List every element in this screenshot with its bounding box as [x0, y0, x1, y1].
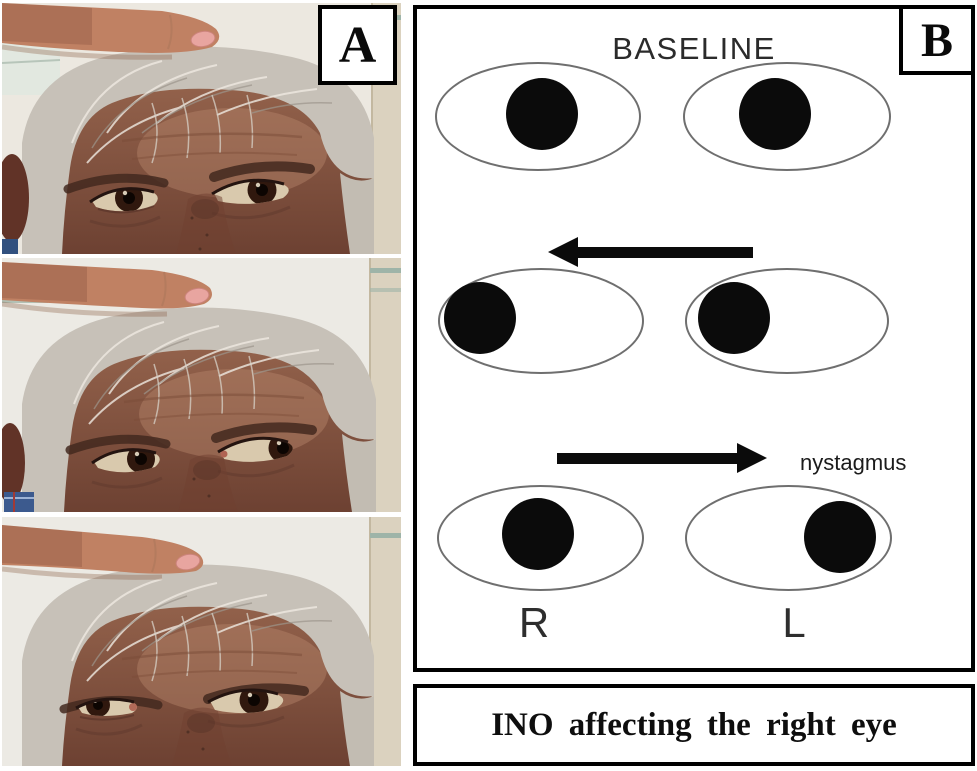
photo1-right-eye: [89, 187, 161, 228]
photo3-hair: [22, 564, 374, 766]
nystagmus-label: nystagmus: [800, 450, 907, 475]
leftgaze-right-eye-pupil: [444, 282, 516, 354]
gaze-arrow-left: [548, 237, 753, 267]
photo1-eyebrows: [63, 161, 315, 194]
photo3-right-eye: [75, 697, 143, 736]
photo1-nose-shading: [176, 193, 236, 254]
photo1-left-eye: [211, 178, 291, 220]
baseline-left-eye-pupil: [739, 78, 811, 150]
leftgaze-left-eye-pupil: [698, 282, 770, 354]
rightgaze-right-eye-pupil: [502, 498, 574, 570]
photo2-eyebrows: [65, 422, 317, 455]
examiner-finger-3: [2, 525, 204, 580]
panel-b-label-box: B: [899, 5, 975, 75]
left-eye-label: L: [782, 599, 806, 646]
gaze-arrow-right: [557, 443, 767, 473]
panel-a-label: A: [338, 16, 377, 74]
diagram-panel-b: B BASELINE nystagmus R L: [413, 5, 975, 672]
photo2-forehead-creases: [123, 393, 305, 421]
photo2-plaid-shirt: [4, 492, 34, 512]
panel-a-label-box: A: [318, 5, 397, 85]
baseline-right-eye-pupil: [506, 78, 578, 150]
photo1-forehead-creases: [121, 132, 303, 160]
photo3-nose-shading: [172, 707, 232, 766]
arrow-head-right-icon: [737, 443, 767, 473]
baseline-right-eye-outline: [435, 62, 641, 171]
photo1-hair: [22, 46, 374, 254]
photo1-ear: [2, 154, 29, 242]
figure-caption-box: INO affecting the right eye: [413, 684, 975, 766]
examiner-finger-1: [2, 3, 220, 60]
arrow-head-left-icon: [548, 237, 578, 267]
photo2-right-eye: [91, 448, 163, 489]
photo-illustration-2: [2, 258, 401, 512]
panel-b-label: B: [920, 13, 953, 67]
photo-illustration-3: [2, 517, 401, 766]
examiner-finger-2: [2, 262, 212, 317]
rightgaze-left-eye-pupil: [804, 501, 876, 573]
figure-caption: INO affecting the right eye: [491, 706, 897, 743]
clinical-photo-adduction-deficit: [2, 258, 401, 512]
right-eye-label: R: [518, 599, 550, 646]
photo2-hair: [22, 307, 376, 512]
clinical-photo-abduction-gaze: [2, 517, 401, 766]
baseline-title: BASELINE: [612, 31, 776, 66]
photo3-forehead-creases: [121, 650, 303, 678]
photo2-nose-shading: [178, 454, 238, 512]
